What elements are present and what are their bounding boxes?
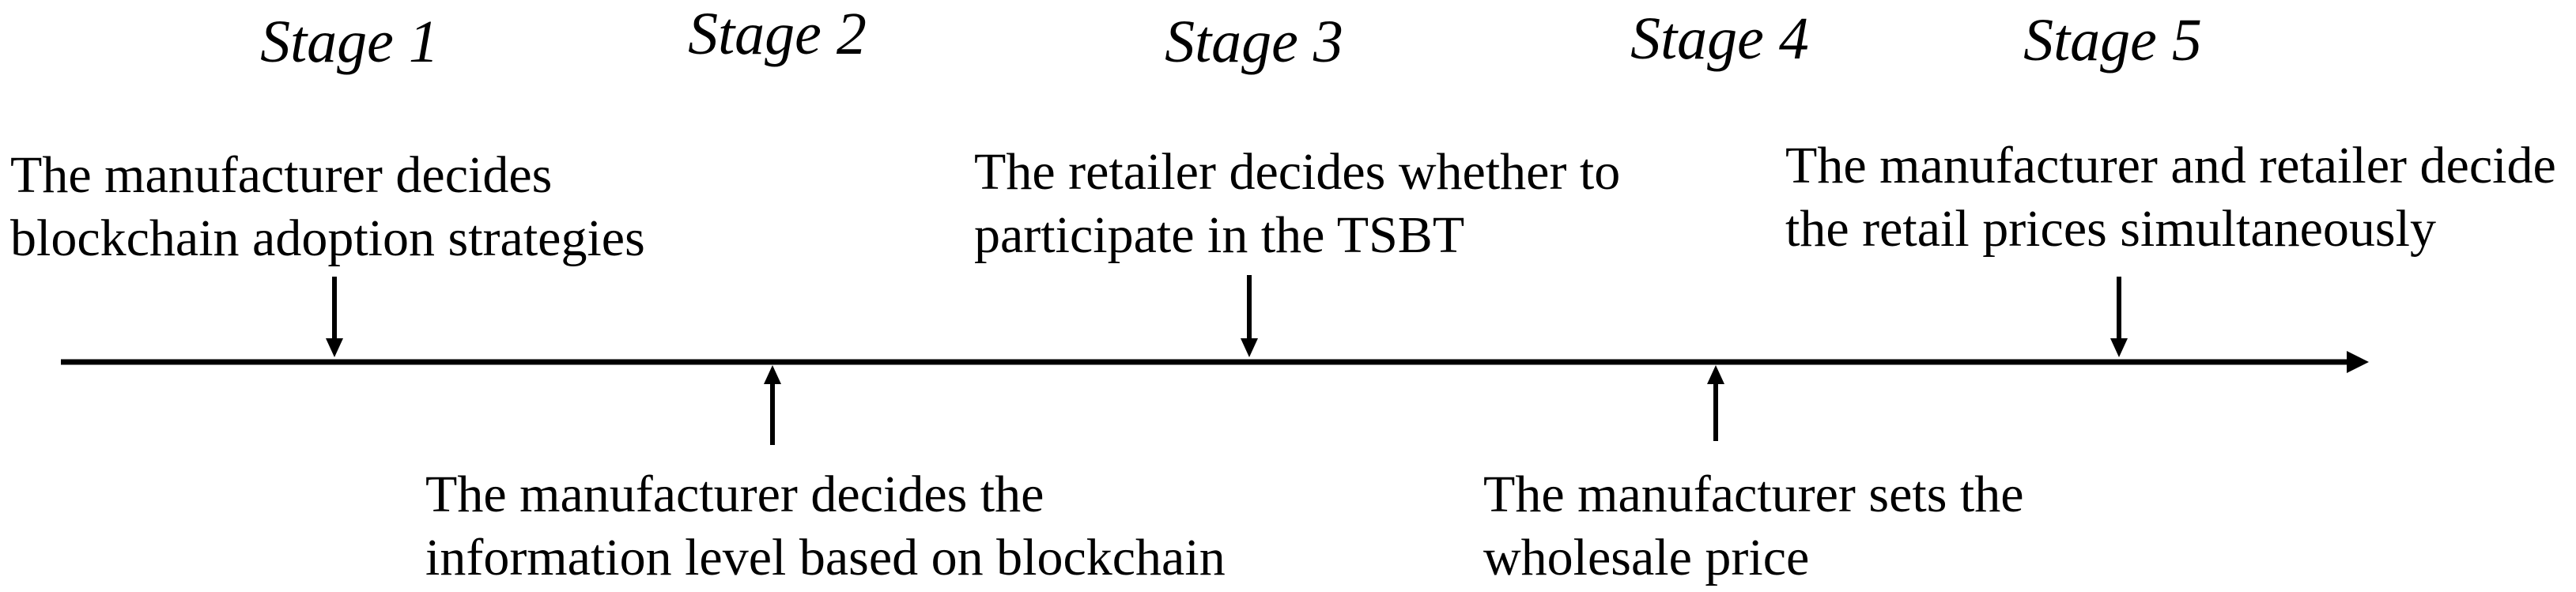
stage-4-description: The manufacturer sets the wholesale pric… bbox=[1483, 463, 2024, 590]
stage-4-label: Stage 4 bbox=[1630, 6, 1809, 72]
stage-2-label: Stage 2 bbox=[688, 1, 867, 67]
timeline-axis-arrowhead-icon bbox=[2347, 351, 2369, 373]
description-line: information level based on blockchain bbox=[425, 529, 1226, 586]
stage-4-up-arrow-icon bbox=[1707, 365, 1724, 441]
description-line: the retail prices simultaneously bbox=[1785, 200, 2436, 258]
description-line: The manufacturer and retailer decide bbox=[1785, 137, 2556, 194]
description-line: The manufacturer decides bbox=[10, 146, 553, 204]
stage-2-up-arrow-icon bbox=[764, 365, 781, 445]
description-line: blockchain adoption strategies bbox=[10, 209, 645, 267]
description-line: The retailer decides whether to bbox=[974, 143, 1621, 201]
description-line: The manufacturer sets the bbox=[1483, 466, 2024, 523]
description-line: participate in the TSBT bbox=[974, 206, 1465, 264]
description-line: The manufacturer decides the bbox=[425, 466, 1044, 523]
stage-1-description: The manufacturer decides blockchain adop… bbox=[10, 144, 645, 270]
stage-3-label: Stage 3 bbox=[1165, 9, 1343, 75]
timeline-axis bbox=[61, 351, 2369, 373]
stage-3-description: The retailer decides whether to particip… bbox=[974, 141, 1620, 267]
stage-2-description: The manufacturer decides the information… bbox=[425, 463, 1226, 590]
stage-5-description: The manufacturer and retailer decide the… bbox=[1785, 134, 2556, 261]
stage-3-down-arrow-icon bbox=[1241, 275, 1258, 357]
stage-5-down-arrow-icon bbox=[2110, 277, 2128, 357]
stage-1-down-arrow-icon bbox=[326, 277, 343, 357]
stage-1-label: Stage 1 bbox=[260, 9, 439, 75]
description-line: wholesale price bbox=[1483, 529, 1810, 586]
stage-5-label: Stage 5 bbox=[2023, 7, 2202, 74]
